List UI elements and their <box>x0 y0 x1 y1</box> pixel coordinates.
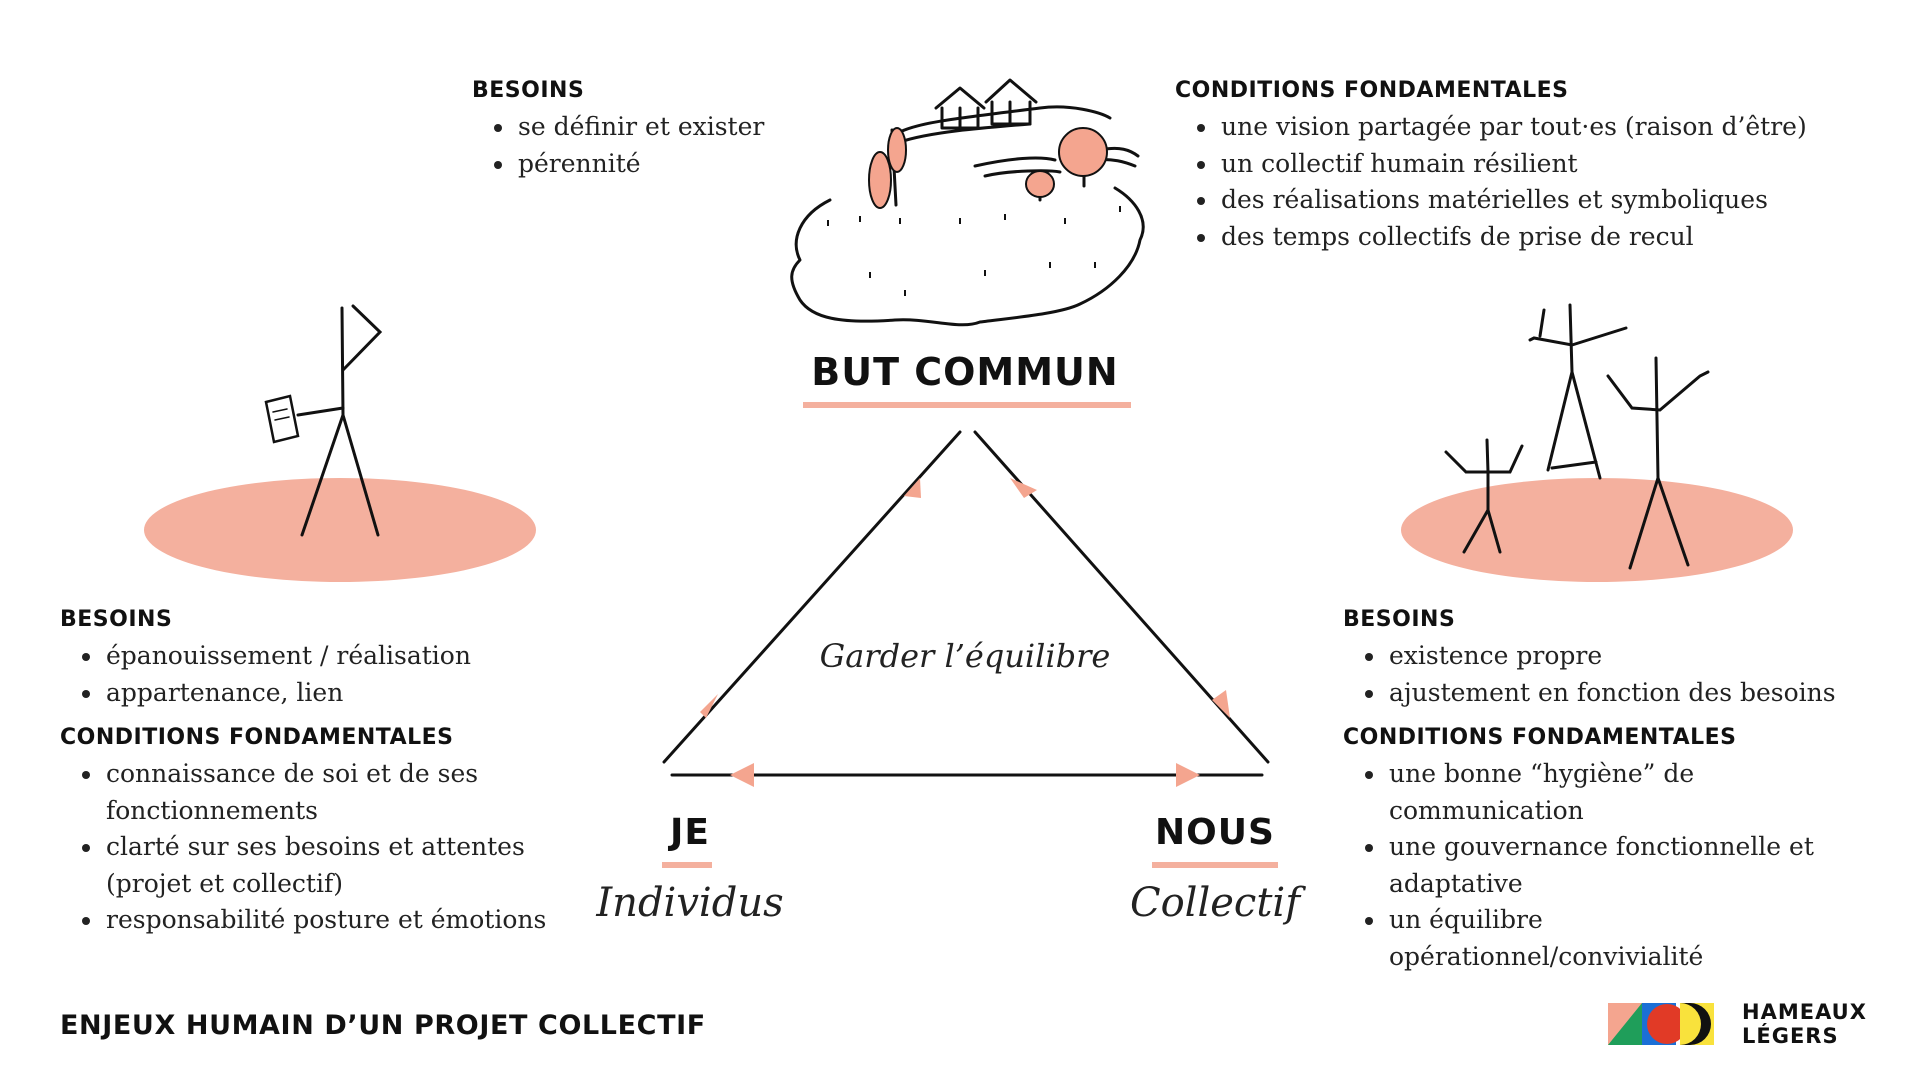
left-conditions-list: connaissance de soi et de ses fonctionne… <box>60 756 560 939</box>
top-conditions-heading: CONDITIONS FONDAMENTALES <box>1175 78 1569 103</box>
right-needs-heading: BESOINS <box>1343 607 1456 632</box>
list-item: pérennité <box>516 146 764 183</box>
balance-triangle <box>662 430 1270 777</box>
triangle-right-edge <box>973 430 1270 764</box>
list-item: une gouvernance fonctionnelle et adaptat… <box>1387 829 1827 902</box>
list-item: une vision partagée par tout·es (raison … <box>1219 109 1875 146</box>
nous-underline <box>1152 862 1278 868</box>
right-conditions-heading: CONDITIONS FONDAMENTALES <box>1343 725 1737 750</box>
left-needs-list: épanouissement / réalisation appartenanc… <box>60 638 560 711</box>
je-label: JE <box>670 812 710 853</box>
left-conditions-heading: CONDITIONS FONDAMENTALES <box>60 725 454 750</box>
top-needs-list: se définir et exister pérennité <box>472 109 764 182</box>
triangle-left-edge <box>662 430 962 764</box>
list-item: ajustement en fonction des besoins <box>1387 675 1883 712</box>
list-item: responsabilité posture et émotions <box>104 902 560 939</box>
list-item: un équilibre opérationnel/convivialité <box>1387 902 1827 975</box>
list-item: des réalisations matérielles et symboliq… <box>1219 182 1875 219</box>
left-ground-ellipse <box>144 478 536 582</box>
list-item: des temps collectifs de prise de recul <box>1219 219 1875 256</box>
top-needs-block: BESOINS se définir et exister pérennité <box>472 78 764 182</box>
but-commun-label: BUT COMMUN <box>811 350 1119 394</box>
left-text-block: BESOINS épanouissement / réalisation app… <box>60 607 560 939</box>
list-item: épanouissement / réalisation <box>104 638 560 675</box>
right-ground-ellipse <box>1401 478 1793 582</box>
list-item: se définir et exister <box>516 109 764 146</box>
top-conditions-block: CONDITIONS FONDAMENTALES une vision part… <box>1175 78 1875 255</box>
list-item: un collectif humain résilient <box>1219 146 1875 183</box>
collectif-label: Collectif <box>1129 880 1301 926</box>
list-item: existence propre <box>1387 638 1883 675</box>
logo-line-1: HAMEAUX <box>1742 1000 1867 1024</box>
nous-label: NOUS <box>1155 812 1275 853</box>
list-item: appartenance, lien <box>104 675 560 712</box>
list-item: clarté sur ses besoins et attentes (proj… <box>104 829 560 902</box>
hameaux-legers-logo-mark <box>1608 1003 1714 1045</box>
collective-figures-illustration <box>1444 303 1710 570</box>
balance-caption: Garder l’équilibre <box>819 637 1111 675</box>
left-needs-heading: BESOINS <box>60 607 173 632</box>
individus-label: Individus <box>596 880 784 926</box>
list-item: une bonne “hygiène” de communication <box>1387 756 1827 829</box>
triangle-arrowheads <box>700 478 1230 787</box>
list-item: connaissance de soi et de ses fonctionne… <box>104 756 560 829</box>
logo-line-2: LÉGERS <box>1742 1024 1839 1048</box>
right-conditions-list: une bonne “hygiène” de communication une… <box>1343 756 1827 975</box>
top-conditions-list: une vision partagée par tout·es (raison … <box>1175 109 1875 255</box>
landscape-trees <box>868 127 1108 209</box>
but-commun-underline <box>803 402 1131 408</box>
je-underline <box>662 862 712 868</box>
right-text-block: BESOINS existence propre ajustement en f… <box>1343 607 1883 975</box>
top-needs-heading: BESOINS <box>472 78 585 103</box>
footer-title: ENJEUX HUMAIN D’UN PROJET COLLECTIF <box>60 1010 706 1041</box>
landscape-illustration <box>790 78 1145 327</box>
hameaux-legers-logo-text: HAMEAUX LÉGERS <box>1742 1000 1867 1048</box>
landscape-grass-dots <box>827 206 1121 296</box>
right-needs-list: existence propre ajustement en fonction … <box>1343 638 1883 711</box>
individual-figure-illustration <box>264 304 383 537</box>
